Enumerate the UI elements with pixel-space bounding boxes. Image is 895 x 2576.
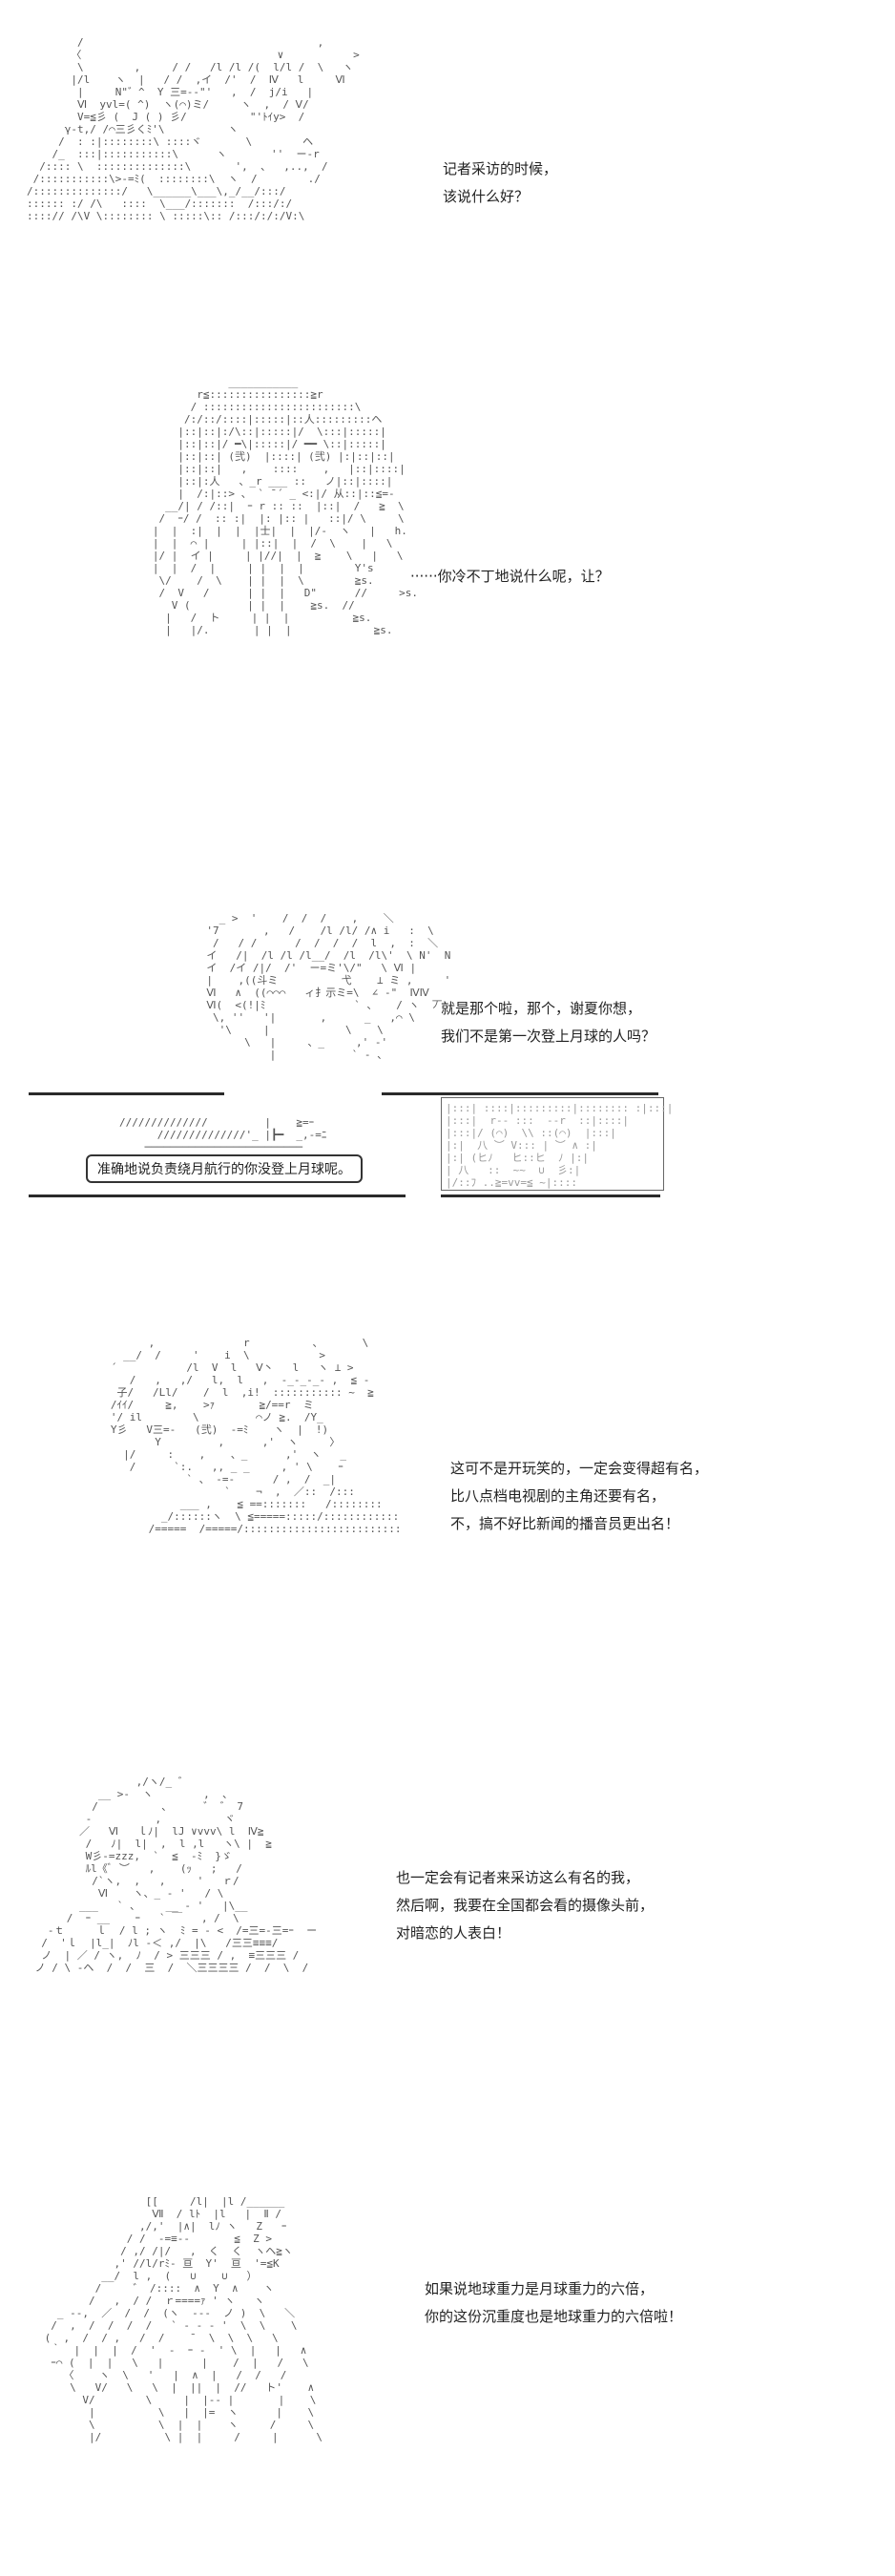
panel-3-ascii-art: _ > ' / / / , ＼ '7 , / /l /l/ /∧ i : \ /… <box>206 912 451 1061</box>
divider-rule-left <box>29 1092 224 1095</box>
dialogue-line: 该说什么好？ <box>443 188 530 205</box>
panel-6-dialogue: 如果说地球重力是月球重力的六倍， 你的这份沉重度也是地球重力的六倍啦！ <box>425 2275 682 2331</box>
panel-2: ___________ r≦::::::::::::::::≧r / :::::… <box>0 363 895 878</box>
dialogue-line: ······你冷不丁地说什么呢，让？ <box>410 568 610 585</box>
panel-4-ascii-art: , r ､ \ __/ / ' i \ > ´ /l V l Ⅴ丶 l ヽ ⊥ … <box>110 1337 402 1535</box>
dialogue-line: 这可不是开玩笑的，一定会变得超有名， <box>450 1460 709 1477</box>
panel-4-dialogue: 这可不是开玩笑的，一定会变得超有名， 比八点档电视剧的主角还要有名， 不，搞不好… <box>450 1455 708 1538</box>
narration-caption: 准确地说负责绕月航行的你没登上月球呢。 <box>86 1154 363 1183</box>
panel-2-ascii-art: ___________ r≦::::::::::::::::≧r / :::::… <box>152 376 419 636</box>
panel-3: _ > ' / / / , ＼ '7 , / /l /l/ /∧ i : \ /… <box>0 906 895 1288</box>
panel-4: , r ､ \ __/ / ' i \ > ´ /l V l Ⅴ丶 l ヽ ⊥ … <box>0 1331 895 1713</box>
bottom-rule-left <box>29 1195 406 1197</box>
divider-rule-right <box>382 1092 658 1095</box>
panel-6-ascii-art: [[ /l| |l /______ Ⅶ / lﾄ |l | Ⅱ / ,/,' |… <box>44 2195 323 2443</box>
dialogue-line: 然后啊，我要在全国都会看的摄像头前， <box>396 1897 655 1914</box>
dialogue-line: 就是那个啦，那个，谢夏你想， <box>441 1000 642 1017</box>
panel-3-dialogue: 就是那个啦，那个，谢夏你想， 我们不是第一次登上月球的人吗？ <box>441 995 656 1050</box>
dialogue-line: 你的这份沉重度也是地球重力的六倍啦！ <box>425 2308 683 2325</box>
panel-1-dialogue: 记者采访的时候， 该说什么好？ <box>443 156 557 211</box>
inset-face-art: |:::| ::::|:::::::::|:::::::: :|:::| |::… <box>446 1102 674 1189</box>
dialogue-line: 也一定会有记者来采访这么有名的我， <box>396 1869 640 1886</box>
bottom-rule-right <box>441 1195 660 1197</box>
panel-1: / , 〈 ∨ > \ , / / /l /l /( l/l / \ ヽ |/l… <box>0 0 895 353</box>
dialogue-line: 我们不是第一次登上月球的人吗？ <box>441 1028 656 1045</box>
panel-5-ascii-art: ,/ヽ/_ ゛ __ >- ヽ , 、 / 、 ゛ ゛ 7 - , ヾ ／ Ⅵ … <box>34 1776 318 1974</box>
dialogue-line: 如果说地球重力是月球重力的六倍， <box>425 2280 655 2297</box>
panel-6: [[ /l| |l /______ Ⅶ / lﾄ |l | Ⅱ / ,/,' |… <box>0 2190 895 2576</box>
dialogue-line: 不，搞不好比新闻的播音员更出名！ <box>450 1515 680 1532</box>
panel-5-dialogue: 也一定会有记者来采访这么有名的我， 然后啊，我要在全国都会看的摄像头前， 对暗恋… <box>396 1864 654 1947</box>
dialogue-line: 比八点档电视剧的主角还要有名， <box>450 1487 666 1505</box>
panel-2-dialogue: ······你冷不丁地说什么呢，让？ <box>410 563 610 591</box>
desk-lines: ////////////// | ≧=ｰ //////////////'_ |┣… <box>119 1116 327 1153</box>
panel-5: ,/ヽ/_ ゛ __ >- ヽ , 、 / 、 ゛ ゛ 7 - , ヾ ／ Ⅵ … <box>0 1770 895 2151</box>
inset-face-panel: |:::| ::::|:::::::::|:::::::: :|:::| |::… <box>441 1097 673 1191</box>
dialogue-line: 对暗恋的人表白！ <box>396 1924 511 1942</box>
panel-1-ascii-art: / , 〈 ∨ > \ , / / /l /l /( l/l / \ ヽ |/l… <box>27 36 360 222</box>
dialogue-line: 记者采访的时候， <box>443 160 558 177</box>
